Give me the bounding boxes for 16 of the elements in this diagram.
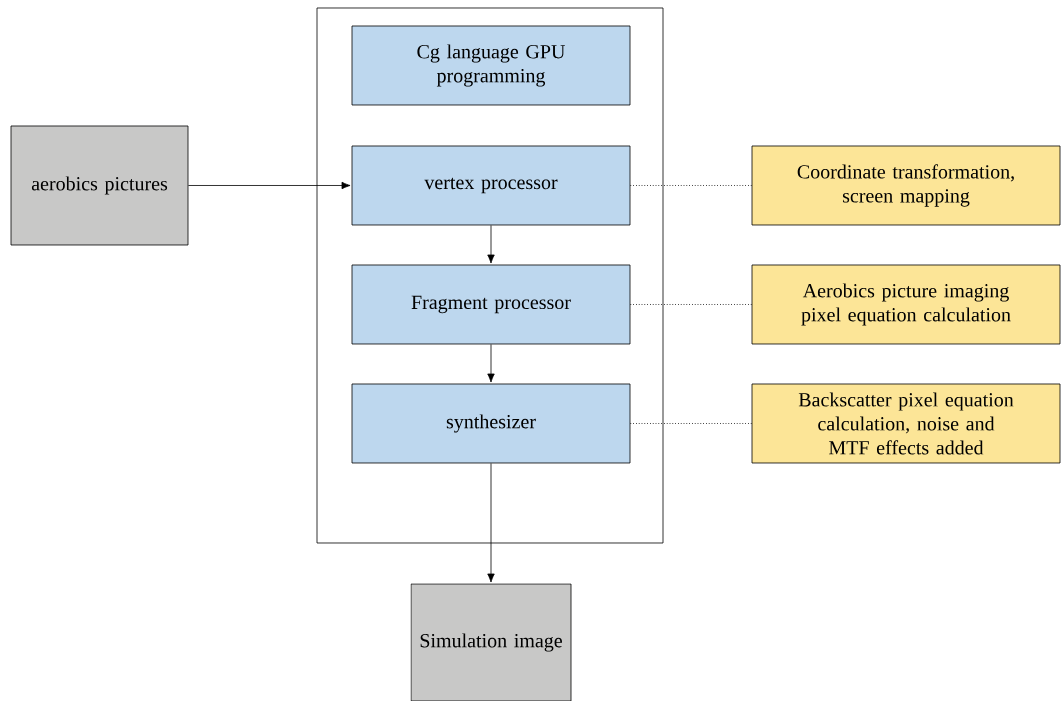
connector-line <box>629 423 753 424</box>
process-box: vertex processor <box>351 145 631 226</box>
arrow <box>487 225 495 264</box>
arrow <box>487 344 495 383</box>
process-box: Fragment processor <box>351 264 631 345</box>
note-box: Aerobics picture imaging pixel equation calculation <box>751 264 1061 345</box>
note-box: Coordinate transformation, screen mapping <box>751 145 1061 226</box>
arrow <box>188 181 351 190</box>
output-box: Simulation image <box>410 583 572 701</box>
input-box: aerobics pictures <box>10 125 189 246</box>
note-box: Backscatter pixel equation calculation, noise and MTF effects added <box>751 383 1061 464</box>
process-box: Cg language GPU programming <box>351 25 631 106</box>
process-box: synthesizer <box>351 383 631 464</box>
arrow <box>487 463 495 583</box>
connector-line <box>629 185 753 186</box>
connector-line <box>629 304 753 305</box>
